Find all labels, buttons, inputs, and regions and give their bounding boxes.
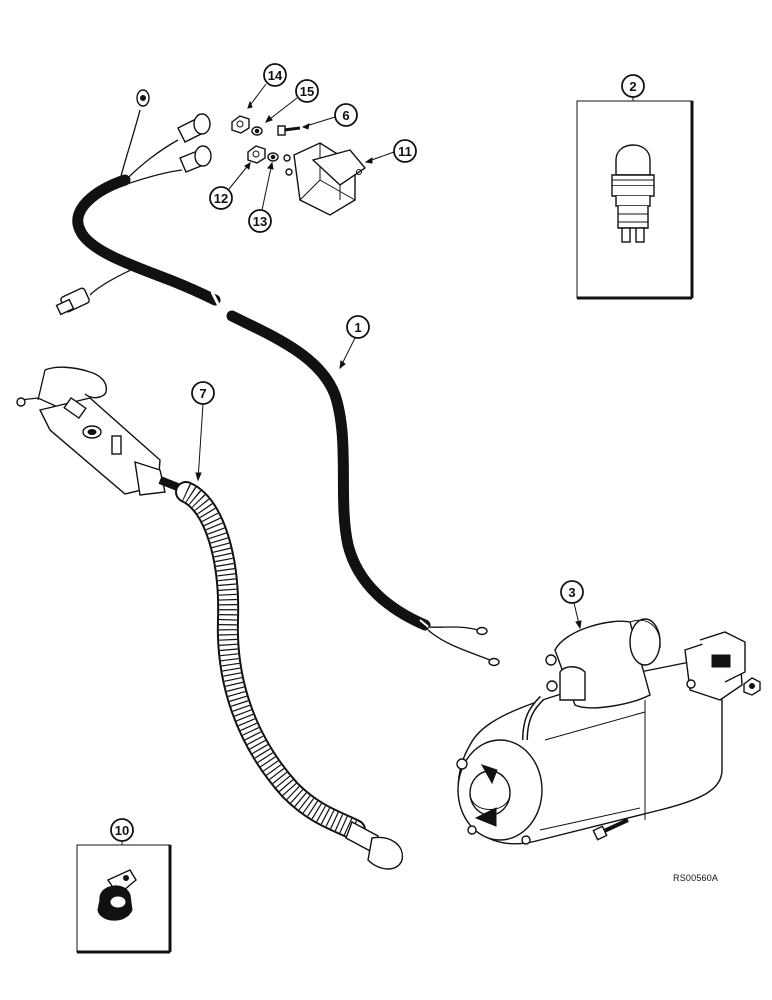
callout-label-15: 15 [300,84,314,99]
callout-circle-2 [621,74,645,98]
callouts: 14 15 6 11 12 13 2 1 [110,63,645,842]
callout-label-10: 10 [115,823,129,838]
battery-cable [16,366,404,870]
callout-label-12: 12 [214,191,228,206]
callout-circle-10 [110,818,134,842]
callout-circle-1 [346,315,370,339]
callout-label-2: 2 [629,79,636,94]
callout-circle-11 [393,139,417,163]
cable-clip-inset [76,837,172,954]
callout-label-6: 6 [342,108,349,123]
callout-circle-14 [263,63,287,87]
hardware-parts [231,115,367,216]
callout-label-13: 13 [253,214,267,229]
wiring-harness [55,89,500,667]
callout-circle-6 [334,103,358,127]
push-button-switch-inset [576,92,694,300]
callout-circle-15 [295,79,319,103]
callout-circle-13 [248,209,272,233]
callout-circle-12 [209,186,233,210]
starter-motor [456,618,761,845]
callout-label-3: 3 [568,585,575,600]
callout-label-11: 11 [398,144,412,159]
drawing-reference-code: RS00560A [673,873,719,883]
callout-label-1: 1 [354,320,361,335]
callout-label-7: 7 [199,386,206,401]
callout-circle-3 [560,580,584,604]
callout-label-14: 14 [268,68,283,83]
